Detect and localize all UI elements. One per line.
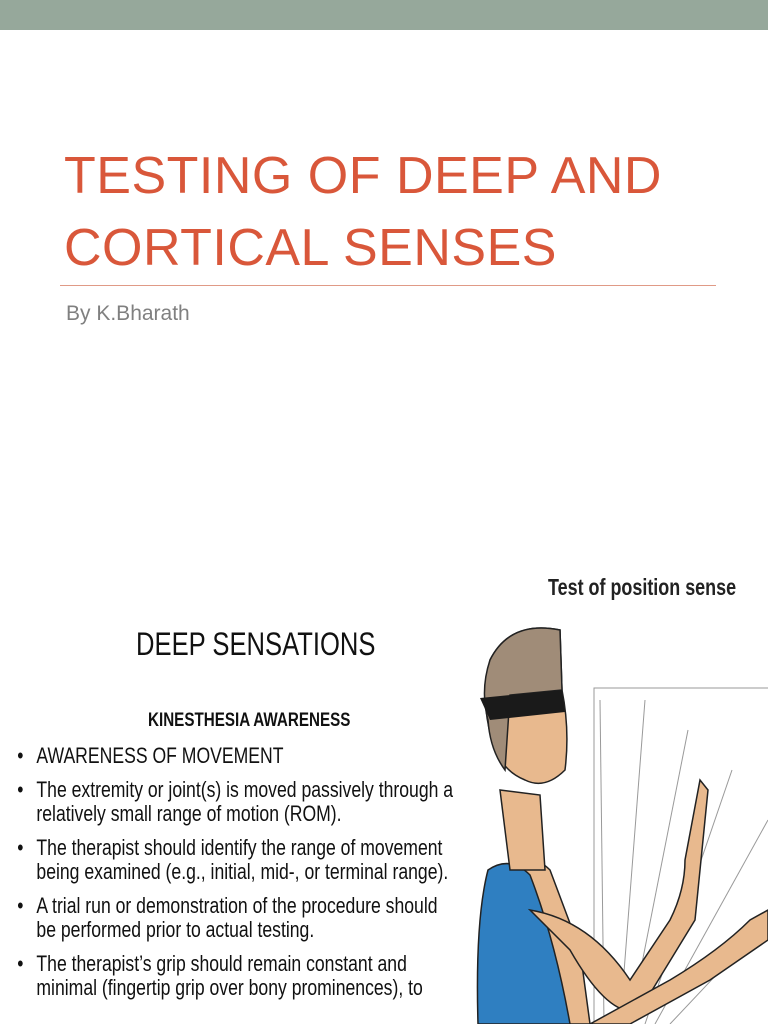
slide-subtitle: By K.Bharath: [66, 302, 190, 325]
bullet-item: A trial run or demonstration of the proc…: [14, 894, 500, 942]
image-caption: Test of position sense: [548, 574, 737, 600]
title-divider: [60, 285, 716, 286]
top-accent-bar: [0, 0, 768, 30]
bullet-list: AWARENESS OF MOVEMENT The extremity or j…: [14, 744, 574, 1010]
image-subheading: KINESTHESIA AWARENESS: [148, 710, 351, 731]
position-sense-illustration: [476, 627, 768, 1024]
bullet-item: The extremity or joint(s) is moved passi…: [14, 778, 500, 826]
slide-title: TESTING OF DEEP AND CORTICAL SENSES: [64, 147, 662, 277]
bullet-item: AWARENESS OF MOVEMENT: [14, 744, 500, 769]
image-heading: DEEP SENSATIONS: [136, 626, 376, 662]
bullet-item: The therapist’s grip should remain const…: [14, 952, 500, 1000]
bullet-item: The therapist should identify the range …: [14, 836, 500, 884]
